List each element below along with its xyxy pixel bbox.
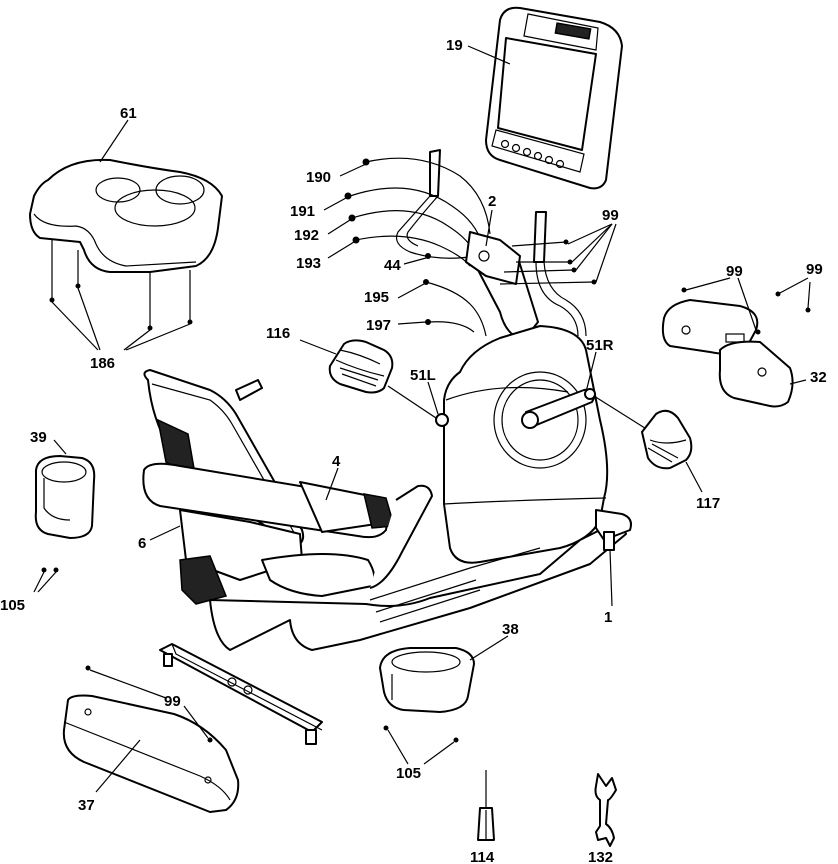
- side-covers-part-32: [663, 300, 793, 407]
- callout-197: 197: [366, 317, 391, 334]
- callout-99-top: 99: [602, 207, 619, 224]
- callout-38: 38: [502, 621, 519, 638]
- bracket-part-2: [466, 232, 520, 284]
- callout-99-right-a: 99: [726, 263, 743, 280]
- callout-51L: 51L: [410, 367, 436, 384]
- screwdriver-tool-part-114: [478, 770, 494, 840]
- callout-37: 37: [78, 797, 95, 814]
- callout-39: 39: [30, 429, 47, 446]
- callout-192: 192: [294, 227, 319, 244]
- callout-99-right-b: 99: [806, 261, 823, 278]
- main-housing: [444, 326, 607, 563]
- callout-193: 193: [296, 255, 321, 272]
- callout-116: 116: [266, 325, 290, 342]
- pedal-right-part-117: [642, 411, 691, 468]
- wrench-tool-part-132: [596, 774, 617, 846]
- callout-44: 44: [384, 257, 401, 274]
- callout-132: 132: [588, 849, 613, 864]
- seat-cushion-part-61: [30, 160, 222, 328]
- callout-32: 32: [810, 369, 827, 386]
- callout-1: 1: [604, 609, 612, 626]
- callout-191: 191: [290, 203, 315, 220]
- callout-105-left: 105: [0, 597, 25, 614]
- callout-117: 117: [696, 495, 720, 512]
- rear-cover-part-37: [64, 696, 238, 813]
- callout-6: 6: [138, 535, 146, 552]
- callout-2: 2: [488, 193, 496, 210]
- callout-190: 190: [306, 169, 331, 186]
- callout-19: 19: [446, 37, 463, 54]
- crank-left: [388, 386, 448, 426]
- bottle-holder-right-part-38: [380, 648, 474, 712]
- callout-114: 114: [470, 849, 495, 864]
- pedal-left-part-116: [330, 340, 393, 392]
- callout-4: 4: [332, 453, 341, 470]
- callout-105-bottom: 105: [396, 765, 421, 782]
- callout-186: 186: [90, 355, 115, 372]
- callout-51R: 51R: [586, 337, 614, 354]
- callout-99-bottom: 99: [164, 693, 181, 710]
- callout-195: 195: [364, 289, 389, 306]
- console-part-19: [486, 8, 622, 189]
- callout-61: 61: [120, 105, 137, 122]
- bottle-holder-left-part-39: [36, 456, 95, 538]
